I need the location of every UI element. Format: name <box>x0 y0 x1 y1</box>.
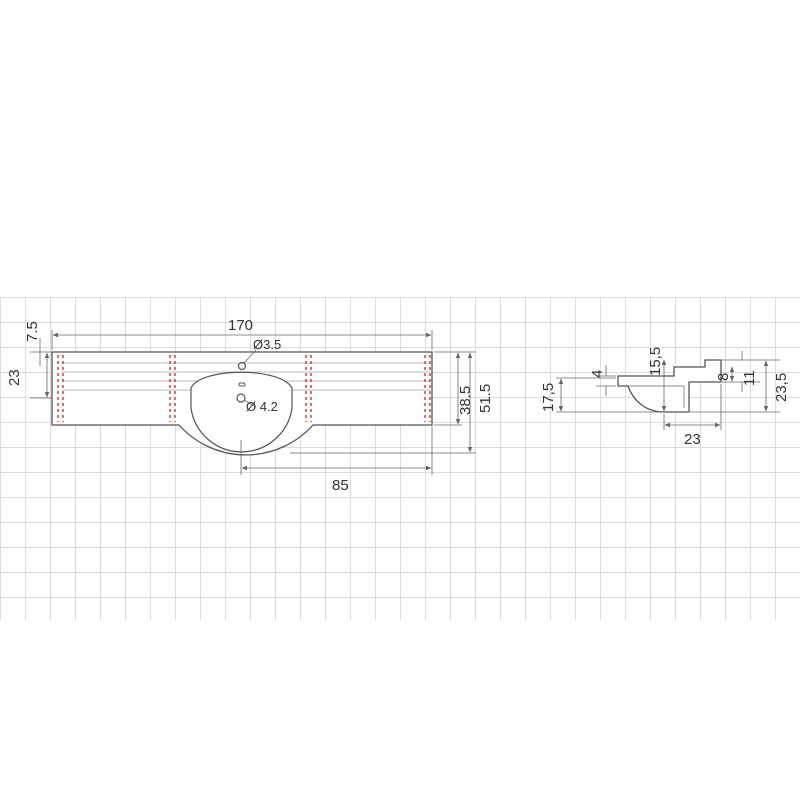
side-width-label: 23 <box>684 431 701 448</box>
dim-left <box>30 338 52 399</box>
total-depth-label: 51.5 <box>477 384 494 413</box>
overall-length-label: 170 <box>228 317 253 334</box>
side-dimensions <box>556 351 780 430</box>
left-height-label: 23 <box>6 369 23 386</box>
bowl-center-offset-label: 85 <box>332 477 349 494</box>
dim-overall-length <box>51 330 433 350</box>
left-offset-label: 7.5 <box>24 321 41 342</box>
top-view: Ø3.5 Ø 4.2 170 7.5 23 38.5 51.5 <box>6 317 494 494</box>
bowl-depth-label: 15,5 <box>647 347 664 376</box>
bracket-hidden-lines <box>57 355 431 422</box>
bowl-inner-outline <box>190 371 293 453</box>
tap-hole-label: Ø3.5 <box>253 337 281 352</box>
inner-depth-label: 38.5 <box>457 386 474 415</box>
back-step-label: 8 <box>715 373 732 381</box>
top-blank-area <box>0 0 800 297</box>
drain-hole <box>236 393 246 403</box>
overall-height-label: 17,5 <box>540 383 557 412</box>
total-height-label: 23,5 <box>773 373 790 402</box>
side-view: 17,5 4 15,5 8 11 23,5 23 <box>540 347 790 448</box>
rim-height-label: 4 <box>589 370 606 378</box>
bottom-blank-area <box>0 620 800 800</box>
tap-hole <box>237 361 247 371</box>
drain-label: Ø 4.2 <box>246 399 278 414</box>
back-height-label: 11 <box>741 370 758 386</box>
dim-bowl-center <box>240 427 433 475</box>
overflow-slot <box>238 382 246 387</box>
dim-right <box>290 351 476 454</box>
